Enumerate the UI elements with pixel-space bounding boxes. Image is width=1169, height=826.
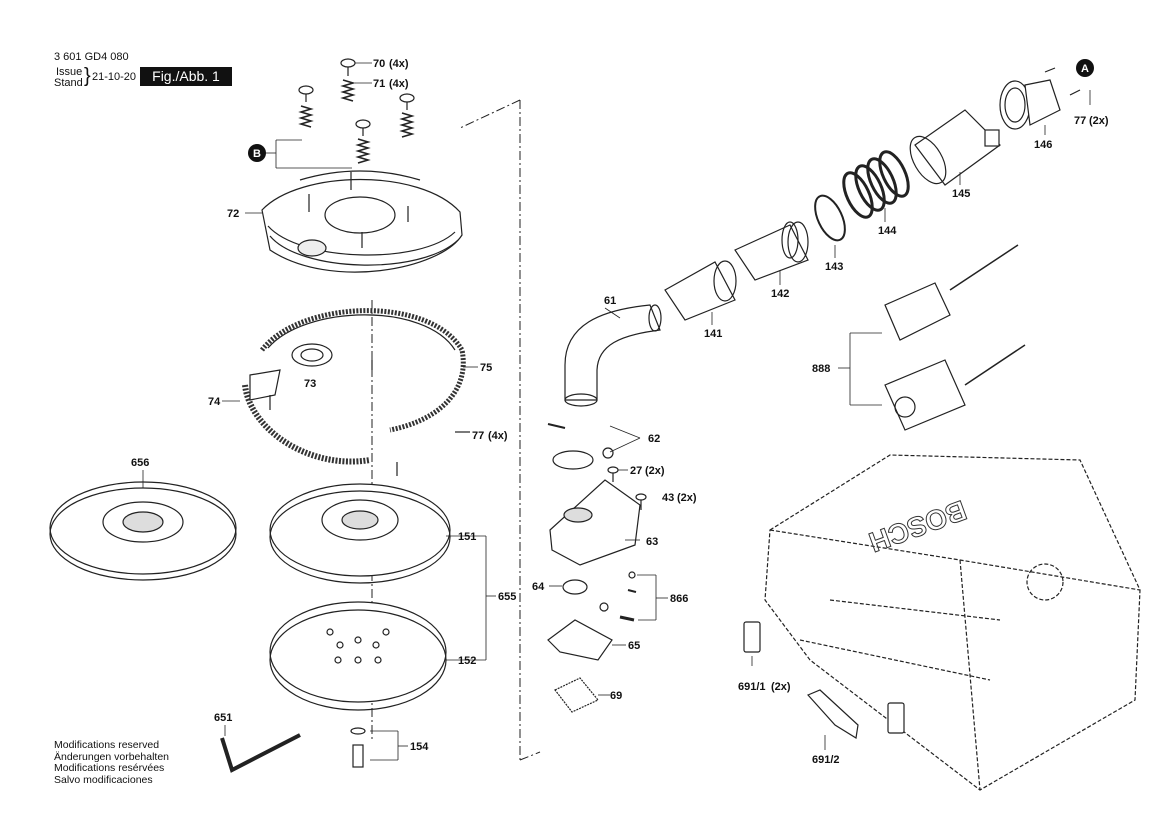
label-77-b-qty: (2x) xyxy=(1089,115,1109,127)
note-line-en: Modifications reserved xyxy=(54,739,160,751)
label-143: 143 xyxy=(825,261,843,273)
callout-b-bracket xyxy=(265,139,352,169)
issue-label: Issue xyxy=(56,66,83,78)
callout-a: A xyxy=(1076,59,1094,77)
part-labels: 70 (4x) 71 (4x) 72 73 74 75 77 (4x) 77 (… xyxy=(131,58,1109,766)
issue-date: 21-10-20 xyxy=(92,71,137,83)
callout-b: B xyxy=(248,144,266,162)
clamp-62 xyxy=(547,423,641,470)
figure-label: Fig./Abb. 1 xyxy=(140,67,232,86)
label-142: 142 xyxy=(771,288,789,300)
modification-notes: Modifications reserved Änderungen vorbeh… xyxy=(54,739,170,786)
latch-691-1 xyxy=(743,621,905,734)
label-154: 154 xyxy=(410,741,429,753)
swivel-145 xyxy=(909,109,1001,186)
label-866: 866 xyxy=(670,593,688,605)
label-71-qty: (4x) xyxy=(389,78,409,90)
screw-70-group xyxy=(298,58,415,136)
part-65 xyxy=(547,619,626,661)
screw-27 xyxy=(607,466,619,482)
screw-154 xyxy=(350,727,408,768)
hex-key-651 xyxy=(220,733,301,773)
brace: } xyxy=(84,65,91,87)
label-64: 64 xyxy=(532,581,545,593)
adapter-146 xyxy=(999,67,1091,135)
elbow-hose-61 xyxy=(564,304,662,407)
cable-plug-888-top xyxy=(884,244,1019,341)
label-62: 62 xyxy=(648,433,660,445)
callout-a-label: A xyxy=(1081,63,1089,75)
note-line-es: Salvo modificaciones xyxy=(54,773,153,786)
pad-656 xyxy=(49,481,237,581)
label-656: 656 xyxy=(131,457,149,469)
label-75: 75 xyxy=(480,362,492,374)
part-number: 3 601 GD4 080 xyxy=(54,51,129,63)
label-43-qty: (2x) xyxy=(677,492,697,504)
tube-142 xyxy=(734,221,809,281)
label-77-b: 77 xyxy=(1074,115,1086,127)
label-152: 152 xyxy=(458,655,476,667)
label-43: 43 xyxy=(662,492,674,504)
label-65: 65 xyxy=(628,640,640,652)
ring-74 xyxy=(242,369,371,465)
bracket-655 xyxy=(446,535,496,661)
label-77-a-qty: (4x) xyxy=(488,430,508,442)
handle-691-2 xyxy=(806,689,859,739)
label-651: 651 xyxy=(214,712,232,724)
pad-151 xyxy=(269,483,451,584)
label-691-1: 691/1 xyxy=(738,681,766,693)
label-141: 141 xyxy=(704,328,722,340)
o-ring-143 xyxy=(814,194,846,242)
label-27-qty: (2x) xyxy=(645,465,665,477)
label-71: 71 xyxy=(373,78,385,90)
spring-71-group xyxy=(298,79,415,164)
callout-b-label: B xyxy=(253,148,261,160)
note-line-de: Änderungen vorbehalten xyxy=(54,750,170,763)
note-line-fr: Modifications resérvées xyxy=(54,762,165,774)
disc-152 xyxy=(269,601,447,711)
ring-75 xyxy=(260,308,466,433)
label-74: 74 xyxy=(208,396,221,408)
cable-plug-888-bottom xyxy=(884,344,1026,431)
housing-63 xyxy=(549,479,641,566)
label-691-1-qty: (2x) xyxy=(771,681,791,693)
label-145: 145 xyxy=(952,188,970,200)
housing-cover-72 xyxy=(261,170,463,273)
screw-43 xyxy=(635,493,647,510)
label-144: 144 xyxy=(878,225,897,237)
label-61: 61 xyxy=(604,295,616,307)
spring-144 xyxy=(842,150,910,219)
label-72: 72 xyxy=(227,208,239,220)
label-70-qty: (4x) xyxy=(389,58,409,70)
label-888: 888 xyxy=(812,363,830,375)
label-27: 27 xyxy=(630,465,642,477)
label-151: 151 xyxy=(458,531,476,543)
part-69 xyxy=(554,677,610,713)
label-63: 63 xyxy=(646,536,658,548)
label-691-2: 691/2 xyxy=(812,754,840,766)
small-parts-866 xyxy=(599,571,668,622)
label-69: 69 xyxy=(610,690,622,702)
label-146: 146 xyxy=(1034,139,1052,151)
center-axis-line xyxy=(371,99,541,761)
part-73 xyxy=(291,343,333,367)
label-655: 655 xyxy=(498,591,516,603)
sleeve-141 xyxy=(664,260,737,321)
bracket-888 xyxy=(838,332,882,406)
label-70: 70 xyxy=(373,58,385,70)
label-73: 73 xyxy=(304,378,316,390)
stand-label: Stand xyxy=(54,77,83,89)
carrying-case xyxy=(764,454,1141,791)
label-77-a: 77 xyxy=(472,430,484,442)
part-64 xyxy=(549,579,588,595)
